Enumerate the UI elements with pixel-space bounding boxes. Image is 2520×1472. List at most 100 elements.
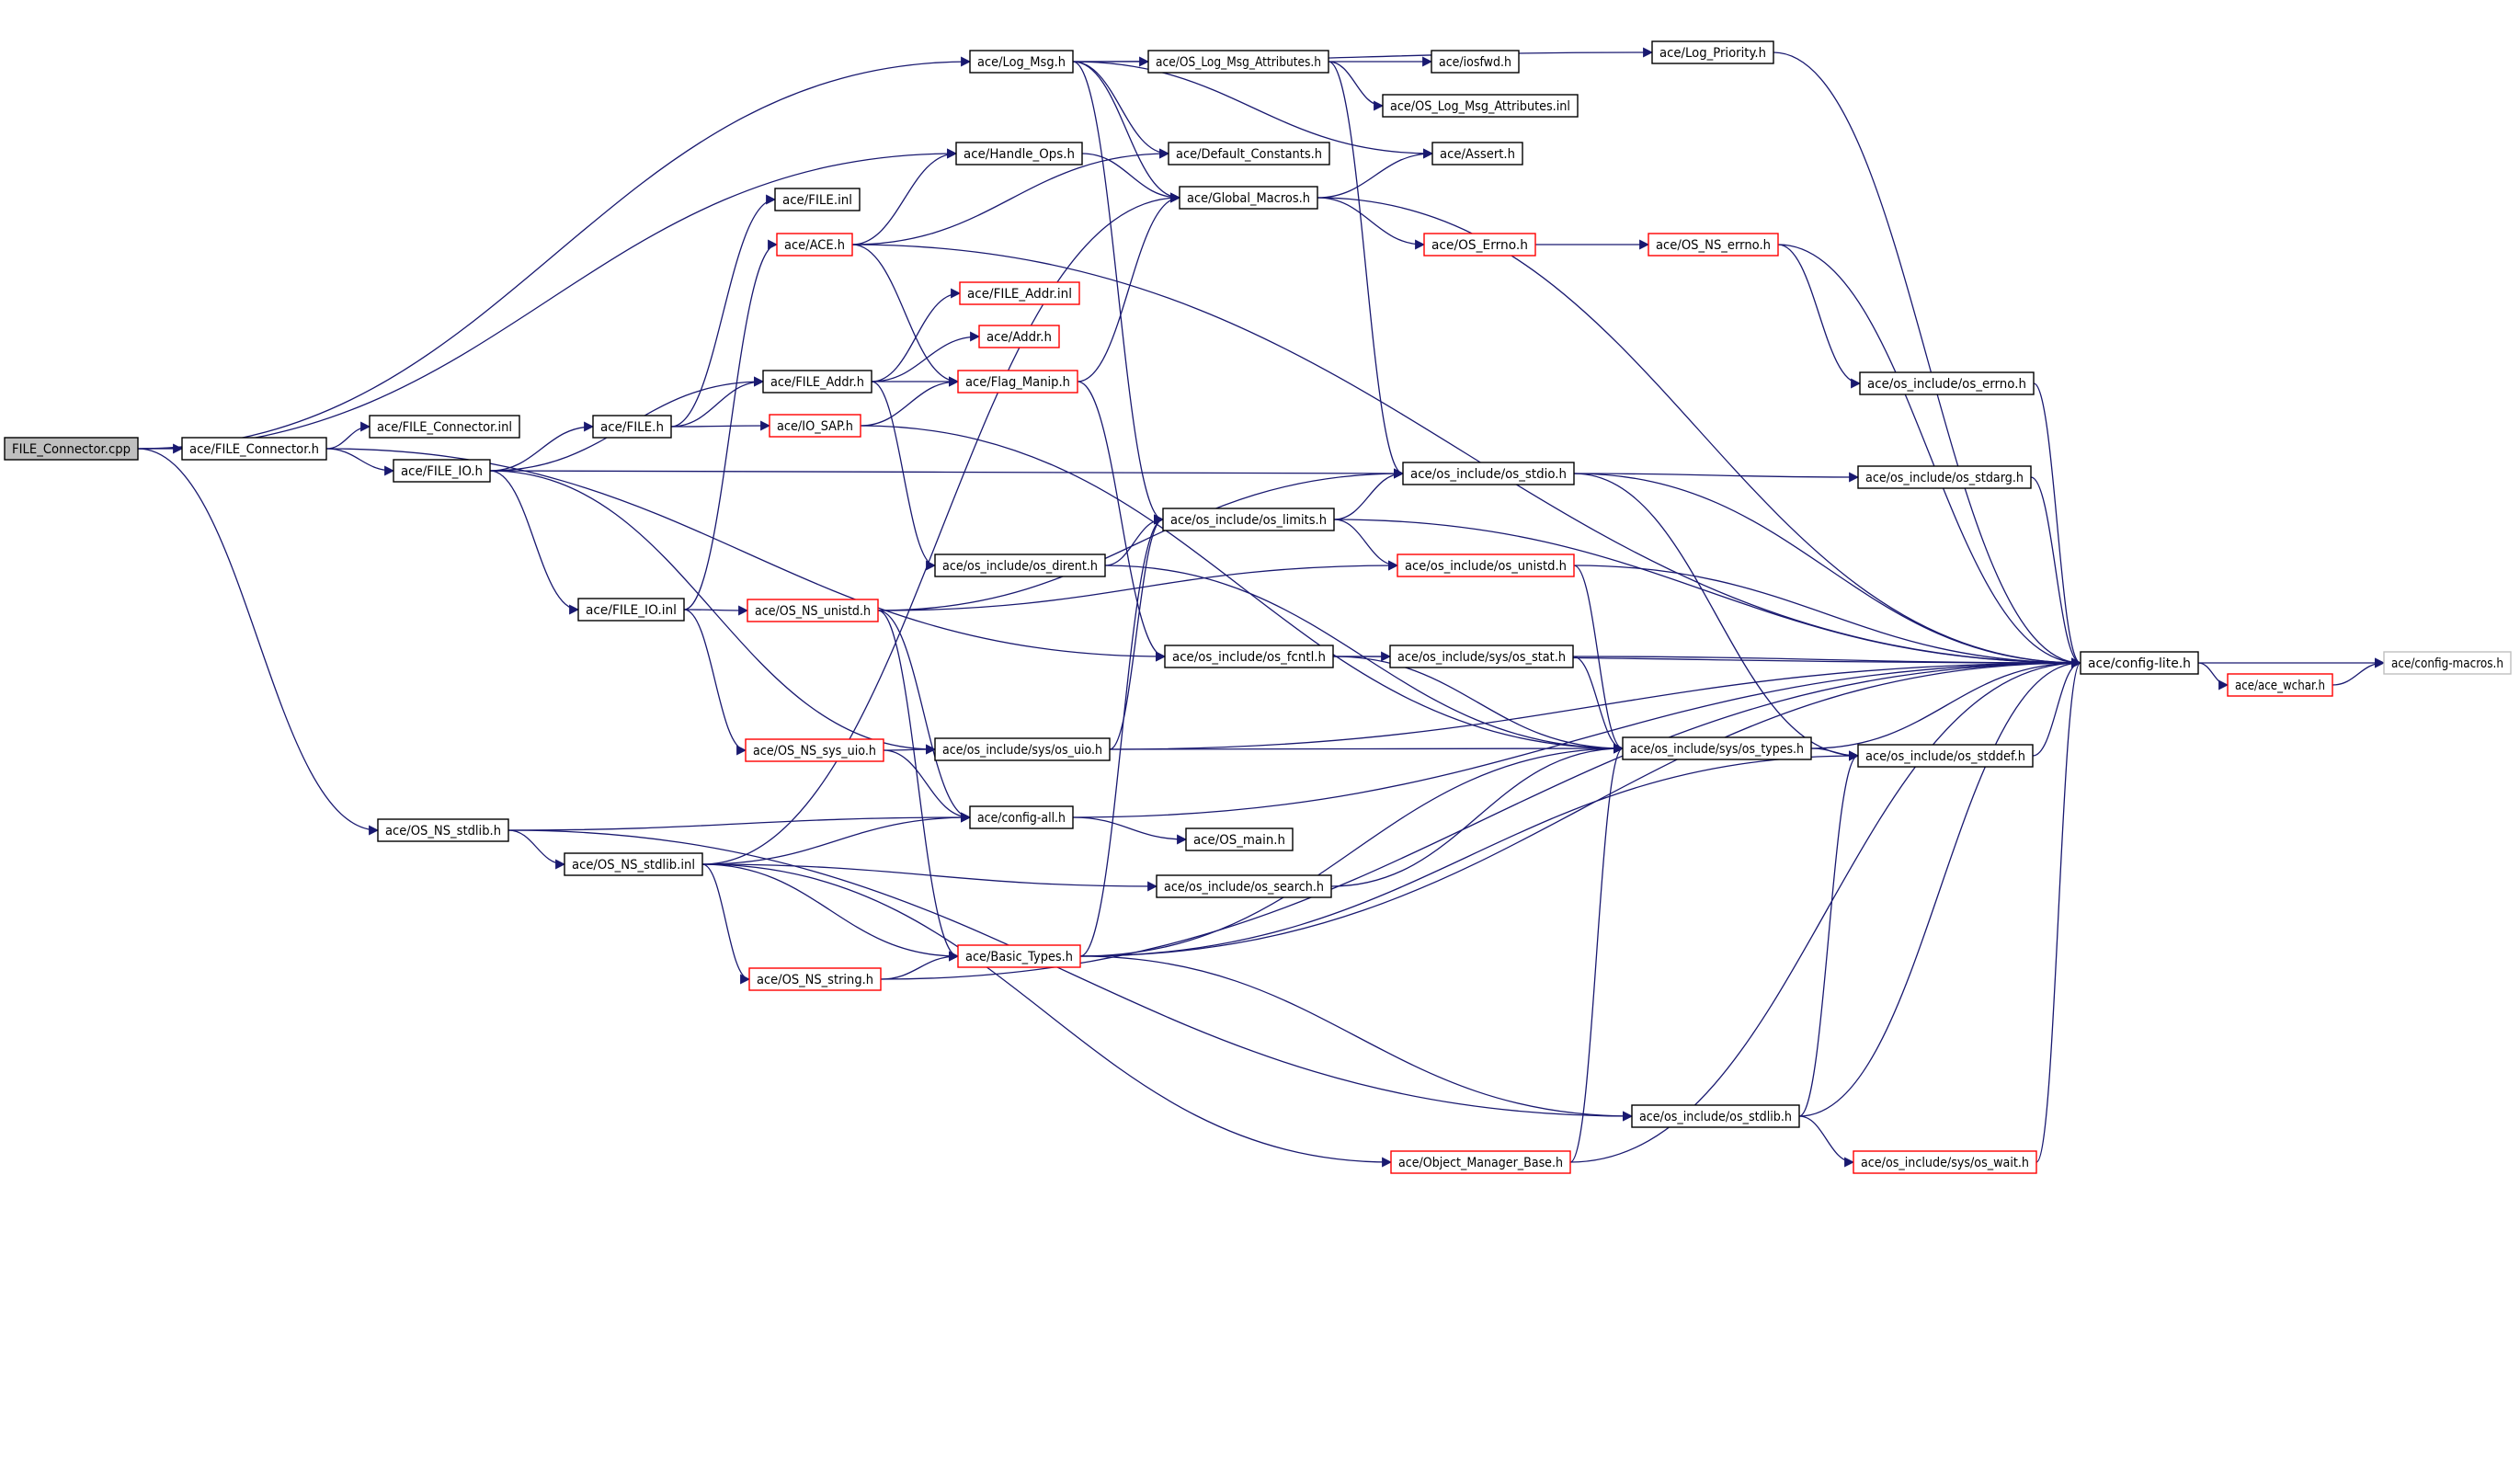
node-box[interactable]: [745, 738, 884, 762]
node-log_msg_h[interactable]: ace/Log_Msg.h: [969, 50, 1074, 74]
node-os_include_os_stdio_h[interactable]: ace/os_include/os_stdio.h: [1402, 462, 1575, 485]
node-box[interactable]: [1147, 50, 1329, 74]
node-box[interactable]: [1631, 1104, 1800, 1128]
node-os_include_os_unistd_h[interactable]: ace/os_include/os_unistd.h: [1397, 553, 1575, 577]
node-box[interactable]: [592, 415, 672, 439]
node-os_include_sys_os_wait_h[interactable]: ace/os_include/sys/os_wait.h: [1853, 1150, 2037, 1174]
node-config_lite_h[interactable]: ace/config-lite.h: [2080, 651, 2199, 675]
node-box[interactable]: [2383, 651, 2512, 675]
node-box[interactable]: [1402, 462, 1575, 485]
node-file_h[interactable]: ace/FILE.h: [592, 415, 672, 439]
node-file_addr_h[interactable]: ace/FILE_Addr.h: [762, 370, 872, 394]
node-os_include_sys_os_uio_h[interactable]: ace/os_include/sys/os_uio.h: [934, 737, 1111, 761]
node-box[interactable]: [1651, 40, 1774, 64]
node-os_include_os_fcntl_h[interactable]: ace/os_include/os_fcntl.h: [1164, 645, 1334, 668]
node-file_inl[interactable]: ace/FILE.inl: [774, 188, 861, 211]
node-box[interactable]: [1185, 827, 1294, 851]
node-box[interactable]: [377, 818, 509, 842]
node-os_include_os_dirent_h[interactable]: ace/os_include/os_dirent.h: [934, 553, 1106, 577]
node-config_macros_h[interactable]: ace/config-macros.h: [2383, 651, 2512, 675]
node-box[interactable]: [1859, 371, 2035, 395]
node-box[interactable]: [959, 281, 1080, 305]
node-os_main_h[interactable]: ace/OS_main.h: [1185, 827, 1294, 851]
node-object_manager_base_h[interactable]: ace/Object_Manager_Base.h: [1390, 1150, 1571, 1174]
node-config_all_h[interactable]: ace/config-all.h: [969, 805, 1074, 829]
node-box[interactable]: [1397, 553, 1575, 577]
node-file_io_inl[interactable]: ace/FILE_IO.inl: [577, 598, 685, 622]
node-box[interactable]: [181, 437, 327, 461]
node-default_constants_h[interactable]: ace/Default_Constants.h: [1168, 142, 1330, 165]
node-box[interactable]: [934, 553, 1106, 577]
node-box[interactable]: [769, 414, 861, 438]
node-os_include_os_errno_h[interactable]: ace/os_include/os_errno.h: [1859, 371, 2035, 395]
node-ace_wchar_h[interactable]: ace/ace_wchar.h: [2227, 673, 2333, 697]
node-os_include_os_stdlib_h[interactable]: ace/os_include/os_stdlib.h: [1631, 1104, 1800, 1128]
node-box[interactable]: [748, 967, 882, 991]
node-box[interactable]: [747, 599, 879, 622]
node-box[interactable]: [969, 805, 1074, 829]
node-iosfwd_h[interactable]: ace/iosfwd.h: [1431, 50, 1520, 74]
node-os_include_os_limits_h[interactable]: ace/os_include/os_limits.h: [1162, 508, 1335, 531]
node-os_ns_unistd_h[interactable]: ace/OS_NS_unistd.h: [747, 599, 879, 622]
node-os_log_msg_attributes_h[interactable]: ace/OS_Log_Msg_Attributes.h: [1147, 50, 1329, 74]
node-box[interactable]: [1389, 645, 1574, 668]
node-box[interactable]: [934, 737, 1111, 761]
node-box[interactable]: [577, 598, 685, 622]
node-box[interactable]: [1853, 1150, 2037, 1174]
node-flag_manip_h[interactable]: ace/Flag_Manip.h: [957, 370, 1078, 394]
node-box[interactable]: [957, 370, 1078, 394]
node-os_ns_stdlib_inl[interactable]: ace/OS_NS_stdlib.inl: [564, 852, 703, 876]
node-os_include_sys_os_types_h[interactable]: ace/os_include/sys/os_types.h: [1622, 736, 1812, 760]
node-basic_types_h[interactable]: ace/Basic_Types.h: [957, 944, 1081, 968]
node-box[interactable]: [1423, 233, 1536, 257]
node-file_addr_inl[interactable]: ace/FILE_Addr.inl: [959, 281, 1080, 305]
node-os_include_sys_os_stat_h[interactable]: ace/os_include/sys/os_stat.h: [1389, 645, 1574, 668]
node-box[interactable]: [369, 415, 520, 439]
node-box[interactable]: [1168, 142, 1330, 165]
node-box[interactable]: [1857, 465, 2032, 489]
node-box[interactable]: [774, 188, 861, 211]
node-box[interactable]: [1156, 874, 1332, 898]
node-file_io_h[interactable]: ace/FILE_IO.h: [393, 459, 491, 483]
node-handle_ops_h[interactable]: ace/Handle_Ops.h: [955, 142, 1083, 165]
node-box[interactable]: [969, 50, 1074, 74]
node-box[interactable]: [2227, 673, 2333, 697]
node-file_connector_cpp[interactable]: FILE_Connector.cpp: [4, 437, 139, 461]
node-os_include_os_stddef_h[interactable]: ace/os_include/os_stddef.h: [1857, 744, 2034, 768]
node-box[interactable]: [957, 944, 1081, 968]
node-box[interactable]: [1857, 744, 2034, 768]
node-box[interactable]: [1648, 233, 1779, 257]
node-box[interactable]: [1622, 736, 1812, 760]
node-box[interactable]: [1179, 186, 1318, 210]
node-global_macros_h[interactable]: ace/Global_Macros.h: [1179, 186, 1318, 210]
node-os_log_msg_attributes_inl[interactable]: ace/OS_Log_Msg_Attributes.inl: [1382, 94, 1579, 118]
node-box[interactable]: [1164, 645, 1334, 668]
node-box[interactable]: [762, 370, 872, 394]
node-os_ns_stdlib_h[interactable]: ace/OS_NS_stdlib.h: [377, 818, 509, 842]
node-box[interactable]: [564, 852, 703, 876]
node-os_ns_sys_uio_h[interactable]: ace/OS_NS_sys_uio.h: [745, 738, 884, 762]
node-os_include_os_search_h[interactable]: ace/os_include/os_search.h: [1156, 874, 1332, 898]
node-file_connector_h[interactable]: ace/FILE_Connector.h: [181, 437, 327, 461]
node-os_ns_string_h[interactable]: ace/OS_NS_string.h: [748, 967, 882, 991]
node-box[interactable]: [1431, 142, 1523, 165]
node-box[interactable]: [1162, 508, 1335, 531]
node-box[interactable]: [1431, 50, 1520, 74]
node-os_ns_errno_h[interactable]: ace/OS_NS_errno.h: [1648, 233, 1779, 257]
node-os_include_os_stdarg_h[interactable]: ace/os_include/os_stdarg.h: [1857, 465, 2032, 489]
node-file_connector_inl[interactable]: ace/FILE_Connector.inl: [369, 415, 520, 439]
node-io_sap_h[interactable]: ace/IO_SAP.h: [769, 414, 861, 438]
node-box[interactable]: [978, 325, 1060, 348]
node-box[interactable]: [776, 233, 853, 257]
node-box[interactable]: [1382, 94, 1579, 118]
node-ace_h[interactable]: ace/ACE.h: [776, 233, 853, 257]
node-os_errno_h[interactable]: ace/OS_Errno.h: [1423, 233, 1536, 257]
node-assert_h[interactable]: ace/Assert.h: [1431, 142, 1523, 165]
node-box[interactable]: [1390, 1150, 1571, 1174]
node-log_priority_h[interactable]: ace/Log_Priority.h: [1651, 40, 1774, 64]
node-box[interactable]: [393, 459, 491, 483]
node-addr_h[interactable]: ace/Addr.h: [978, 325, 1060, 348]
node-box[interactable]: [955, 142, 1083, 165]
node-box[interactable]: [4, 437, 139, 461]
node-box[interactable]: [2080, 651, 2199, 675]
